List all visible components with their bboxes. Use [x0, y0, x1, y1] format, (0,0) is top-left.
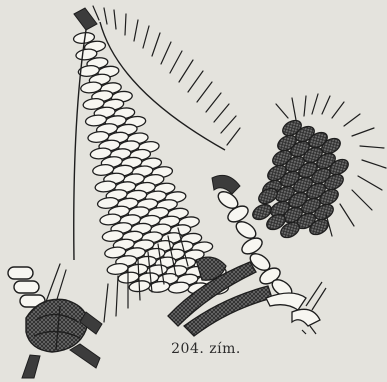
figure-caption: 204. zím. [0, 341, 387, 357]
dark-knot-cluster [250, 117, 351, 240]
diagonal-cording-rows [73, 31, 229, 295]
chain-link [239, 235, 265, 257]
bottom-left-knot [8, 267, 102, 378]
dark-side-cord [212, 175, 240, 194]
left-anchor-cord [74, 8, 97, 30]
